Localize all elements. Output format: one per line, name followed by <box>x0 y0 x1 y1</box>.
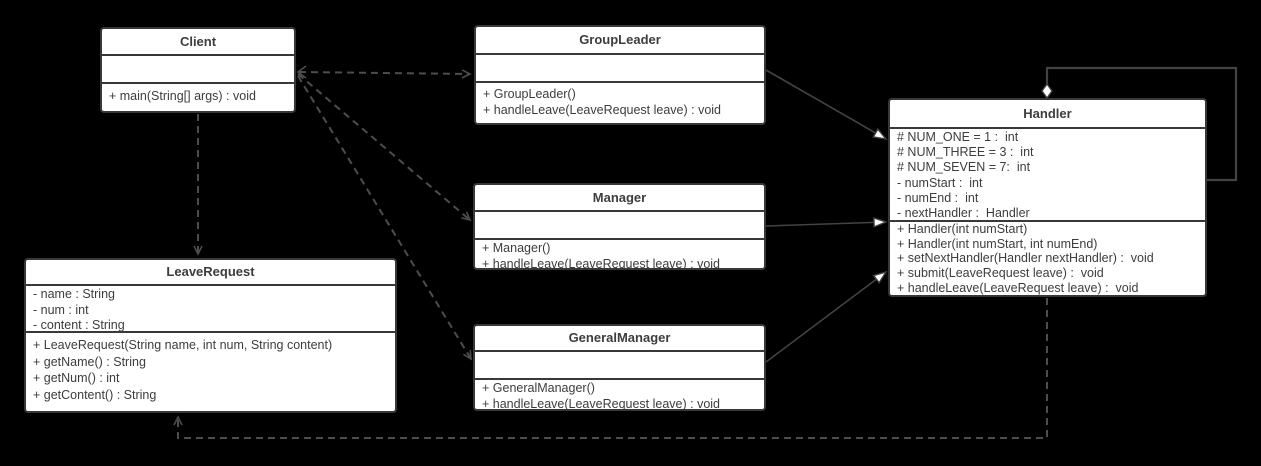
member-line: + LeaveRequest(String name, int num, Str… <box>33 338 333 352</box>
member-line: - name : String <box>33 287 115 301</box>
aggregation-diamond <box>1041 82 1053 100</box>
class-handler: Handler # NUM_ONE = 1 : int# NUM_THREE =… <box>888 98 1207 297</box>
member-line: + getContent() : String <box>33 387 157 402</box>
class-manager: Manager + Manager()+ handleLeave(LeaveRe… <box>473 183 766 270</box>
class-manager-attributes <box>475 212 764 240</box>
class-generalmanager: GeneralManager + GeneralManager()+ handl… <box>473 324 766 411</box>
member-line: # NUM_THREE = 3 : int <box>897 145 1034 160</box>
class-groupleader-attributes <box>476 55 764 83</box>
generalization-generalmanager-handler <box>765 272 886 363</box>
class-manager-methods: + Manager()+ handleLeave(LeaveRequest le… <box>475 240 764 270</box>
dependency-arrowhead-into-client <box>296 65 307 79</box>
member-line: + Handler(int numStart) <box>897 222 1028 236</box>
member-line: + handleLeave(LeaveRequest leave) : void <box>897 280 1139 295</box>
dependency-client-groupleader <box>298 69 472 79</box>
class-groupleader-methods: + GroupLeader() + handleLeave(LeaveReques… <box>476 83 764 118</box>
dependency-client-generalmanager <box>297 75 472 361</box>
member-line: + main(String[] args) : void <box>109 89 256 103</box>
member-line: + getNum() : int <box>33 371 120 385</box>
aggregation-handler-self-loop <box>1045 66 1238 182</box>
class-leaverequest-title: LeaveRequest <box>26 260 395 286</box>
class-client-title: Client <box>102 29 294 56</box>
member-line: + handleLeave(LeaveRequest leave) : void <box>482 256 721 270</box>
member-line: + getName() : String <box>33 354 146 369</box>
class-manager-title: Manager <box>475 185 764 212</box>
class-client-methods: + main(String[] args) : void <box>102 84 294 105</box>
member-line: - num : int <box>33 302 89 317</box>
class-groupleader: GroupLeader + GroupLeader() + handleLeave… <box>474 25 766 125</box>
class-leaverequest-attributes: - name : String- num : int- content : St… <box>26 286 395 333</box>
class-generalmanager-methods: + GeneralManager()+ handleLeave(LeaveReq… <box>475 380 764 411</box>
class-leaverequest-methods: + LeaveRequest(String name, int num, Str… <box>26 333 395 403</box>
dependency-client-manager <box>297 73 472 222</box>
member-line: # NUM_ONE = 1 : int <box>897 130 1019 144</box>
class-handler-attributes: # NUM_ONE = 1 : int# NUM_THREE = 3 : int… <box>890 129 1205 222</box>
class-leaverequest: LeaveRequest - name : String- num : int-… <box>24 258 397 413</box>
member-line: + handleLeave(LeaveRequest leave) : void <box>483 103 722 117</box>
class-handler-methods: + Handler(int numStart)+ Handler(int num… <box>890 222 1205 295</box>
class-groupleader-title: GroupLeader <box>476 27 764 55</box>
generalization-manager-handler <box>765 222 886 226</box>
member-line: + submit(LeaveRequest leave) : void <box>897 266 1104 281</box>
member-line: + setNextHandler(Handler nextHandler) : … <box>897 251 1154 266</box>
member-line: + Handler(int numStart, int numEnd) <box>897 236 1098 251</box>
member-line: + handleLeave(LeaveRequest leave) : void <box>482 396 721 411</box>
member-line: - numStart : int <box>897 175 983 190</box>
member-line: - content : String <box>33 318 125 332</box>
generalization-groupleader-handler <box>765 69 886 139</box>
member-line: + GroupLeader() <box>483 87 576 101</box>
class-handler-title: Handler <box>890 100 1205 129</box>
member-line: + GeneralManager() <box>482 381 595 395</box>
member-line: - nextHandler : Handler <box>897 206 1030 221</box>
class-client: Client + main(String[] args) : void <box>100 27 296 113</box>
class-generalmanager-title: GeneralManager <box>475 326 764 352</box>
class-client-attributes <box>102 56 294 84</box>
member-line: # NUM_SEVEN = 7: int <box>897 160 1031 175</box>
class-generalmanager-attributes <box>475 352 764 380</box>
member-line: + Manager() <box>482 241 551 255</box>
member-line: - numEnd : int <box>897 190 979 205</box>
